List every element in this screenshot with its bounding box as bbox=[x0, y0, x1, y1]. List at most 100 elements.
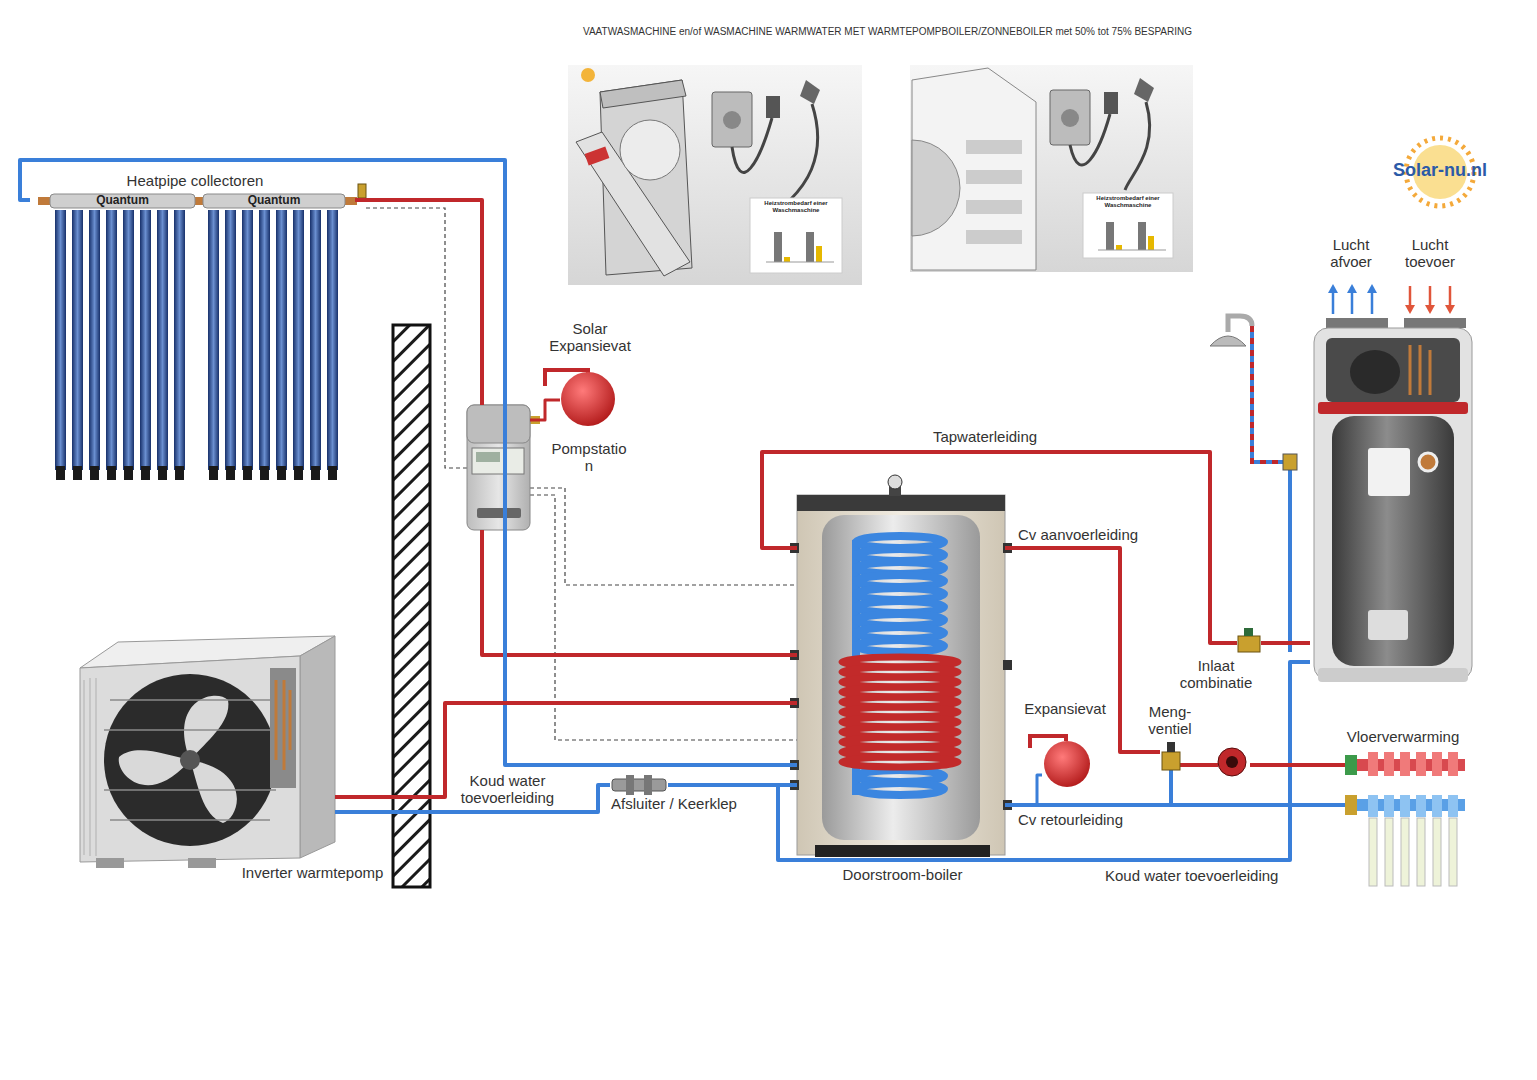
buffer-boiler bbox=[856, 640, 944, 652]
appliance-photo-washing-machine bbox=[966, 230, 1022, 244]
appliance-photo-washing-machine bbox=[1138, 222, 1146, 250]
pump-station bbox=[477, 508, 521, 518]
appliance-photo-dishwasher bbox=[784, 257, 790, 262]
buffer-boiler bbox=[1003, 660, 1012, 670]
heat-pump-unit bbox=[115, 696, 248, 826]
heat-pump-unit bbox=[188, 858, 216, 868]
wall bbox=[393, 325, 430, 887]
buffer-boiler bbox=[822, 515, 980, 840]
heat-pump-unit: Inverter warmtepomp bbox=[80, 635, 335, 865]
floor-heating-manifold bbox=[1385, 818, 1393, 886]
air-flow-arrow bbox=[1409, 286, 1412, 306]
floor-heating-manifold bbox=[1448, 795, 1458, 817]
appliance-photo-dishwasher bbox=[585, 147, 610, 166]
buffer-boiler bbox=[842, 757, 958, 767]
pipe-label: Koud water toevoerleiding bbox=[1105, 867, 1295, 884]
heat-pump-unit bbox=[80, 656, 300, 862]
buffer-boiler: Doorstroom-boiler bbox=[797, 495, 1005, 855]
pipe bbox=[1250, 763, 1345, 767]
buffer-boiler bbox=[856, 783, 944, 795]
heat-pump-boiler bbox=[1410, 345, 1430, 395]
diagram-title: VAATWASMACHINE en/of WASMACHINE WARMWATE… bbox=[560, 26, 1215, 38]
mixing-valve-pump bbox=[1169, 770, 1173, 805]
inlet-combination: Inlaat combinatie bbox=[1237, 628, 1261, 654]
solar-collector bbox=[55, 466, 191, 480]
air-flow-arrow bbox=[1425, 305, 1435, 314]
heat-pump-boiler bbox=[1404, 318, 1466, 328]
solar-collector bbox=[38, 184, 366, 480]
pipe bbox=[668, 662, 1310, 860]
air-flow-arrow bbox=[1328, 284, 1338, 293]
floor-heating-manifold bbox=[1433, 818, 1441, 886]
appliance-photo-washing-machine bbox=[966, 200, 1022, 214]
chart-title: Heizstrombedarf einer Waschmaschine bbox=[1085, 195, 1171, 209]
node-label: Meng- ventiel bbox=[1140, 703, 1200, 738]
heat-pump-unit bbox=[84, 680, 85, 855]
mixing-valve-pump bbox=[1180, 763, 1218, 767]
heat-pump-unit bbox=[110, 699, 270, 701]
heat-pump-unit bbox=[104, 674, 276, 846]
node-label: Pompstatio n bbox=[549, 440, 629, 475]
air-flow-arrow bbox=[1332, 292, 1335, 314]
pump-station bbox=[467, 405, 530, 530]
expansion-vessel bbox=[530, 370, 615, 426]
pipe bbox=[482, 530, 797, 655]
node-label: Doorstroom-boiler bbox=[830, 866, 975, 883]
appliance-photo-washing-machine bbox=[1104, 92, 1118, 114]
mixing-valve-pump bbox=[1218, 748, 1246, 776]
floor-heating-manifold: Vloerverwarming bbox=[1345, 752, 1467, 888]
pump-station: Pompstatio n bbox=[467, 405, 530, 530]
air-flow-arrow bbox=[1371, 292, 1374, 314]
mixing-valve-pump bbox=[1226, 756, 1238, 768]
shut-off-valve bbox=[612, 775, 666, 795]
air-flow-arrow bbox=[1351, 292, 1354, 314]
node-label: Lucht toevoer bbox=[1392, 236, 1468, 271]
shower bbox=[1228, 316, 1252, 332]
buffer-boiler bbox=[790, 543, 1012, 810]
shower bbox=[1210, 336, 1246, 346]
pipe-label: Tapwaterleiding bbox=[920, 428, 1050, 445]
floor-heating-manifold bbox=[1400, 752, 1410, 776]
heat-pump-unit bbox=[96, 678, 97, 856]
expansion-vessel bbox=[561, 372, 615, 426]
heat-pump-boiler bbox=[1332, 416, 1454, 666]
buffer-boiler bbox=[797, 495, 1005, 855]
mixing-valve-pump bbox=[1162, 742, 1246, 805]
appliance-photo-dishwasher bbox=[800, 80, 820, 104]
pipe-label: Koud water toevoerleiding bbox=[455, 772, 560, 807]
node-label: Afsluiter / Keerklep bbox=[604, 795, 744, 812]
appliance-photo-dishwasher bbox=[568, 65, 862, 285]
solar-collector bbox=[208, 210, 344, 470]
appliance-photo-washing-machine bbox=[1106, 222, 1114, 250]
appliance-photo-dishwasher bbox=[750, 198, 842, 273]
heat-pump-unit bbox=[110, 819, 270, 821]
expansion-vessel bbox=[1030, 736, 1090, 787]
heat-pump-unit bbox=[300, 636, 335, 858]
appliance-photo-washing-machine bbox=[1098, 250, 1166, 251]
buffer-boiler bbox=[790, 475, 1012, 857]
shower bbox=[1288, 470, 1292, 652]
solar-collector bbox=[50, 194, 195, 208]
heat-pump-boiler bbox=[1368, 610, 1408, 640]
heat-pump-boiler bbox=[1318, 668, 1468, 682]
floor-heating-manifold bbox=[1345, 795, 1357, 815]
pump-station bbox=[472, 448, 524, 474]
buffer-boiler bbox=[815, 845, 990, 857]
solar-collector bbox=[203, 194, 345, 208]
floor-heating-manifold bbox=[1416, 752, 1426, 776]
appliance-photo-washing-machine bbox=[1050, 90, 1090, 145]
appliance-photo-washing-machine bbox=[1116, 245, 1122, 250]
heat-pump-unit bbox=[276, 680, 290, 770]
heat-pump-unit bbox=[80, 636, 335, 868]
shower bbox=[1252, 326, 1284, 462]
floor-heating-manifold bbox=[1401, 818, 1409, 886]
buffer-boiler bbox=[842, 657, 958, 767]
floor-heating-manifold bbox=[1368, 752, 1378, 776]
node-label: Expansievat bbox=[1015, 700, 1115, 717]
pump-station bbox=[476, 452, 500, 462]
node-label: Solar Expansievat bbox=[540, 320, 640, 355]
appliance-photo-washing-machine bbox=[966, 140, 1022, 154]
inlet-combination bbox=[1238, 628, 1260, 652]
pipe bbox=[1261, 641, 1310, 645]
